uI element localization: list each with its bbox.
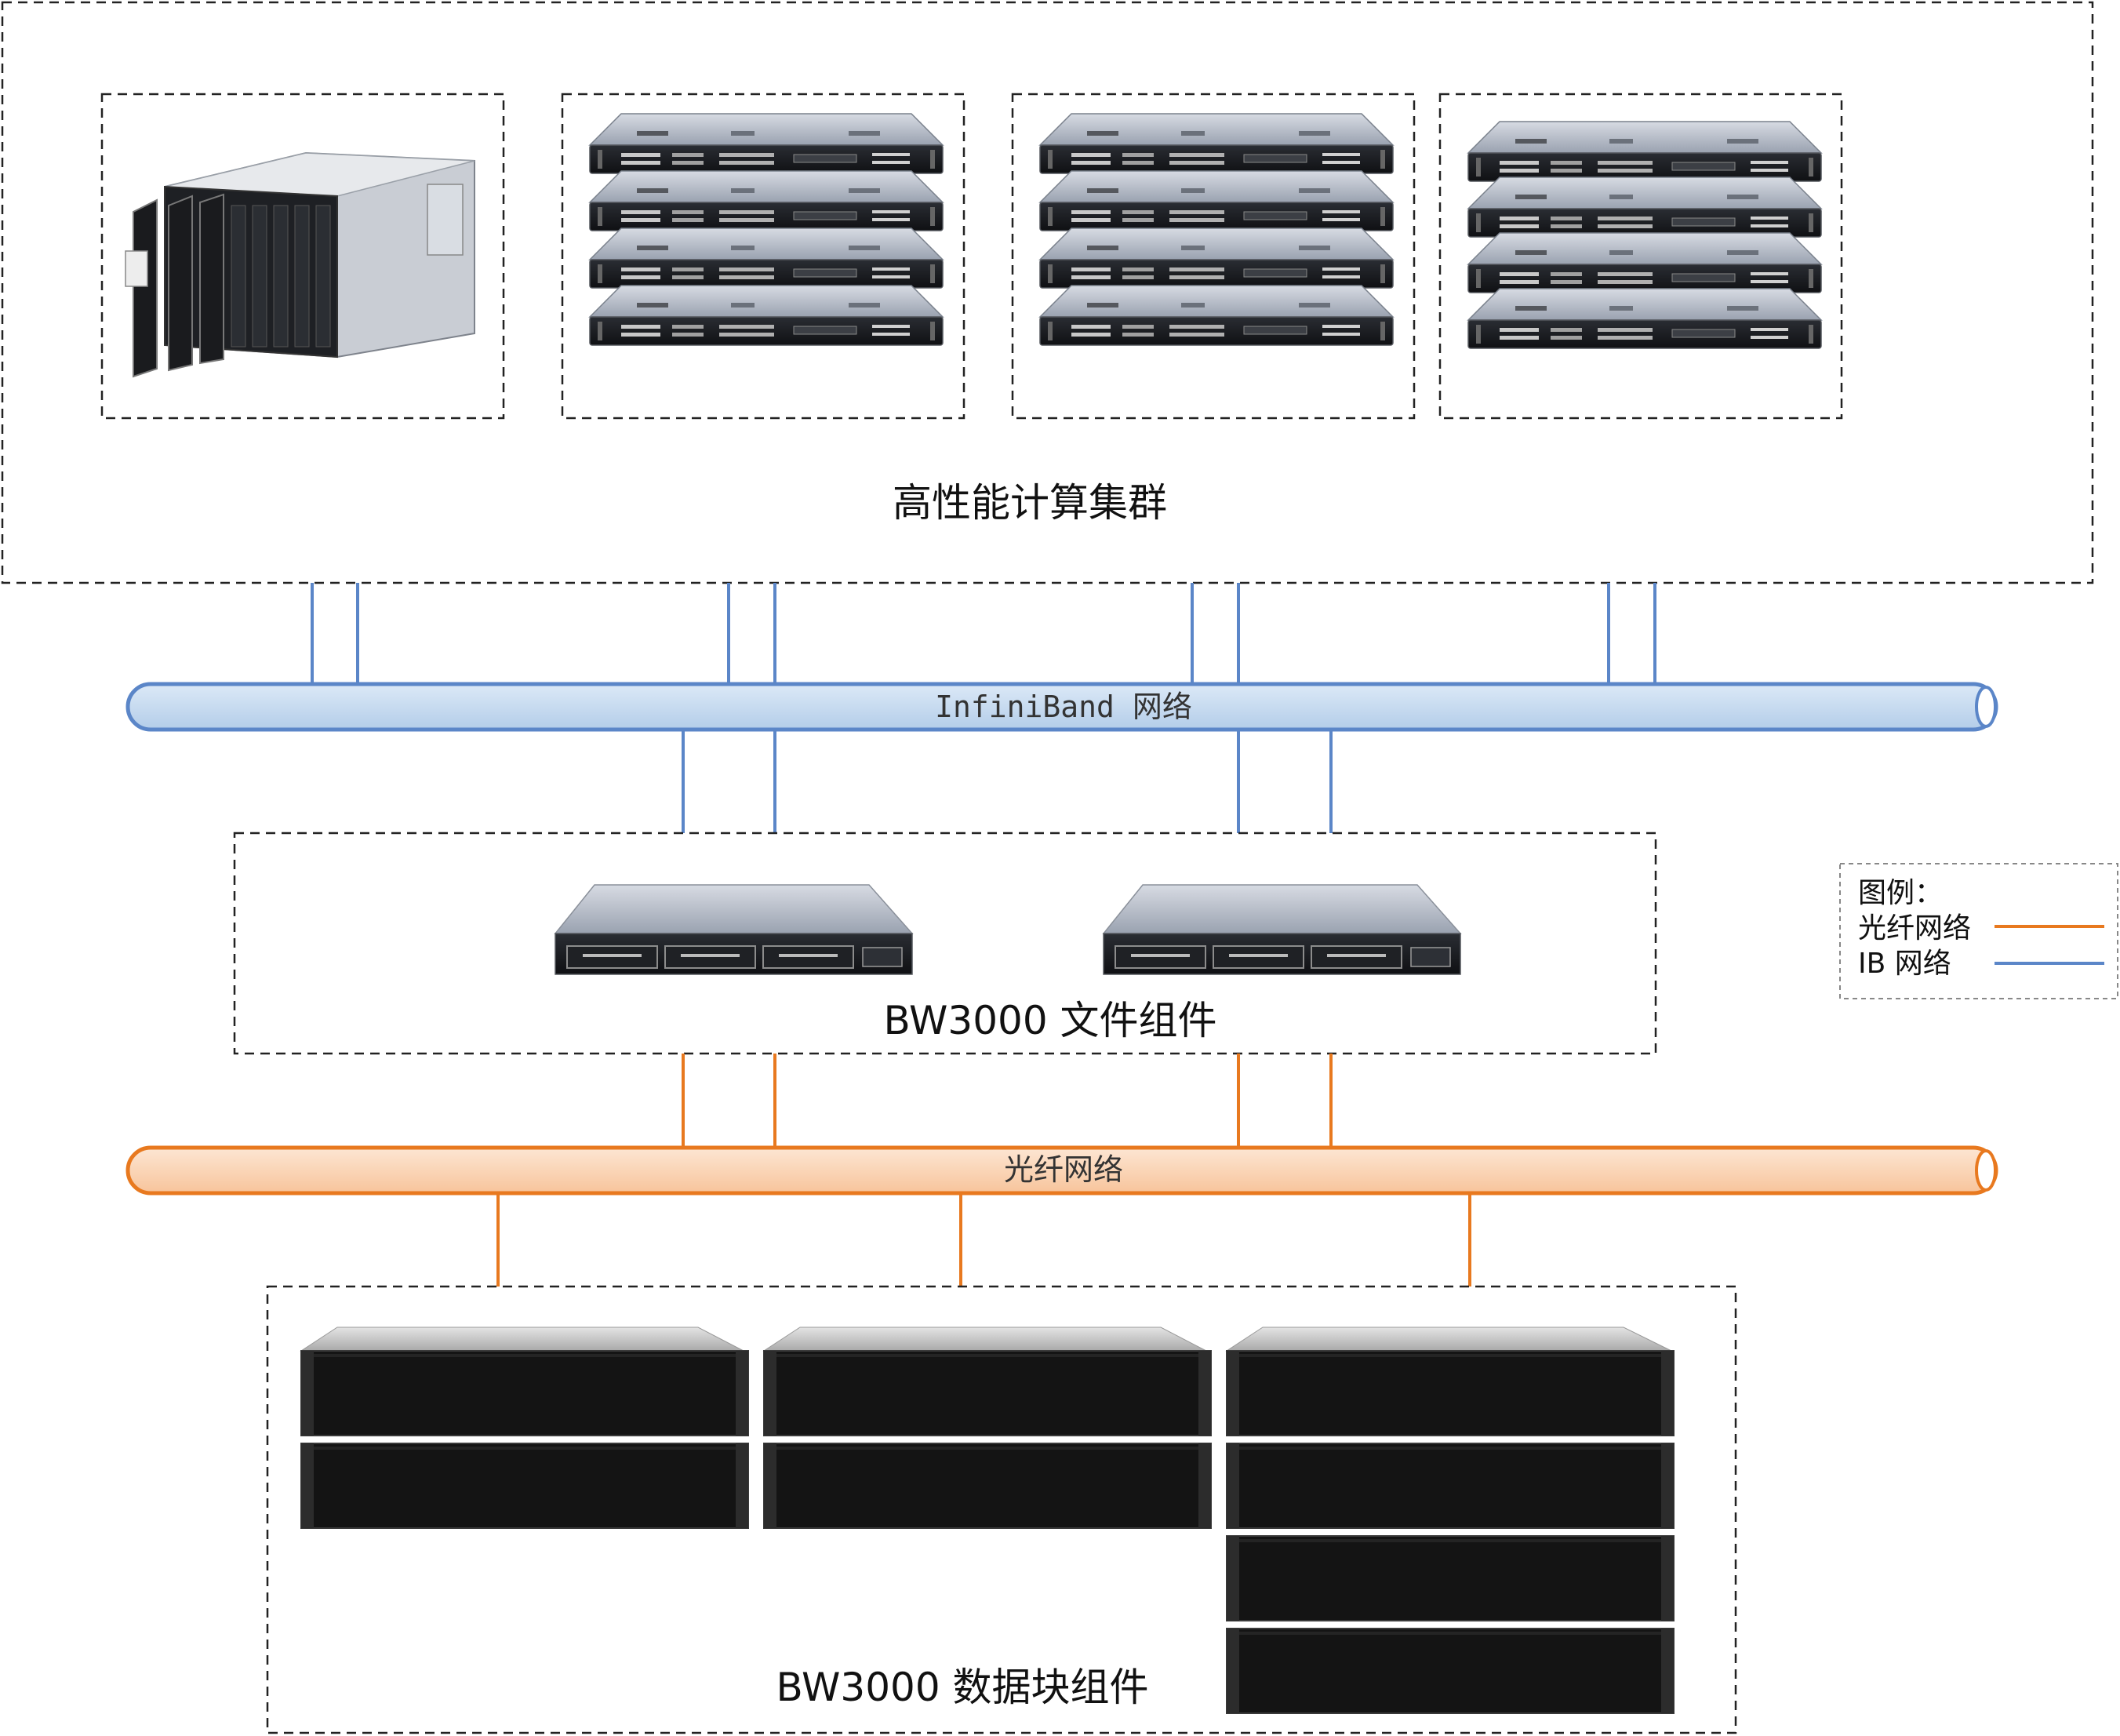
cluster-title: 高性能计算集群	[893, 480, 1167, 526]
infiniband-bus-label: InfiniBand 网络	[935, 690, 1192, 724]
fiber-bus: 光纤网络	[125, 1145, 1998, 1196]
infiniband-bus: InfiniBand 网络	[125, 682, 1998, 732]
file-component-box	[233, 832, 1657, 1055]
file-servers	[555, 884, 1461, 975]
rack-stack-box-3	[1438, 93, 1843, 420]
rack-servers-stack-2	[1039, 113, 1394, 346]
rack-servers-stack-3	[1467, 121, 1822, 349]
legend-box	[1839, 863, 2118, 999]
legend-label-fiber: 光纤网络	[1858, 912, 1971, 944]
blade-chassis-box	[100, 93, 505, 420]
storage-array-3	[1225, 1327, 1675, 1714]
rack-stack-box-2	[1011, 93, 1416, 420]
legend-title: 图例：	[1858, 877, 1943, 909]
storage-array-1	[300, 1327, 749, 1529]
cluster-group-box	[1, 1, 2094, 584]
fc-links-file	[682, 1054, 1333, 1148]
block-component-title: BW3000 数据块组件	[776, 1665, 1148, 1710]
legend: 图例： 光纤网络 IB 网络	[1839, 863, 2118, 999]
blade-chassis-image	[125, 151, 475, 378]
rack-servers-stack-1	[589, 113, 944, 346]
fc-links-block	[496, 1193, 1471, 1287]
ib-links-cluster	[311, 583, 1656, 684]
rack-stack-box-1	[561, 93, 965, 420]
ib-links-file	[682, 730, 1333, 833]
storage-array-2	[762, 1327, 1212, 1529]
file-component-title: BW3000 文件组件	[883, 998, 1216, 1043]
legend-label-ib: IB 网络	[1858, 948, 1951, 980]
fiber-bus-label: 光纤网络	[1004, 1152, 1123, 1187]
